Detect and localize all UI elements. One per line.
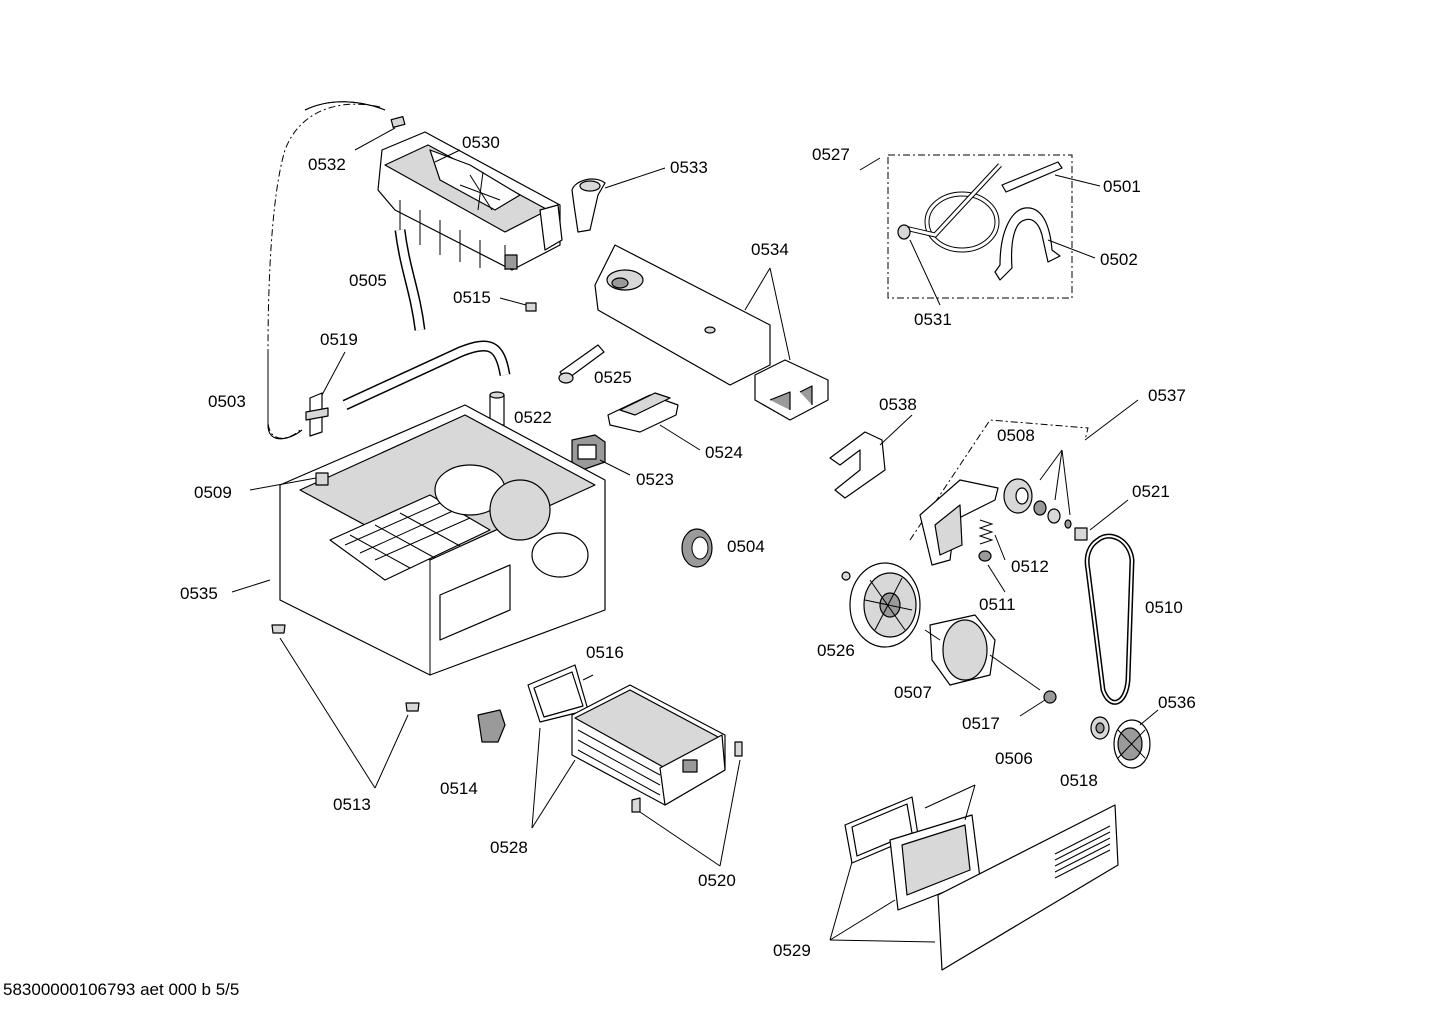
label-0535: 0535	[180, 584, 218, 603]
label-0504: 0504	[727, 537, 765, 556]
part-0527-kit	[887, 154, 1073, 299]
part-0519-fitting	[305, 392, 329, 437]
part-0513-screws	[271, 624, 420, 712]
label-0509: 0509	[194, 483, 232, 502]
part-0521	[1074, 527, 1088, 541]
part-0516-frame	[527, 664, 589, 723]
label-0524: 0524	[705, 443, 743, 462]
part-0528-filter	[571, 684, 726, 806]
part-0504-ring	[681, 528, 713, 568]
label-0533: 0533	[670, 158, 708, 177]
part-0529-panels	[844, 796, 1119, 971]
part-0505-hose	[394, 229, 426, 331]
leader-lines	[231, 127, 1159, 943]
label-0528: 0528	[490, 838, 528, 857]
part-0524-bracket	[607, 392, 679, 433]
label-0526: 0526	[817, 641, 855, 660]
part-0503-hose	[267, 101, 386, 440]
label-0518: 0518	[1060, 771, 1098, 790]
label-0512: 0512	[1011, 557, 1049, 576]
part-0511	[978, 550, 992, 562]
label-0538: 0538	[879, 395, 917, 414]
label-0510: 0510	[1145, 598, 1183, 617]
label-0527: 0527	[812, 145, 850, 164]
label-0520: 0520	[698, 871, 736, 890]
label-0525: 0525	[594, 368, 632, 387]
label-0531: 0531	[914, 310, 952, 329]
label-0507: 0507	[894, 683, 932, 702]
part-0515	[525, 302, 537, 312]
part-0530-tray	[377, 131, 563, 271]
part-0517	[1043, 690, 1057, 704]
label-0502: 0502	[1100, 250, 1138, 269]
label-0519: 0519	[320, 330, 358, 349]
part-0514	[477, 709, 506, 743]
part-0508-pulley	[1003, 478, 1072, 529]
part-0509	[315, 472, 329, 486]
label-0523: 0523	[636, 470, 674, 489]
part-0538	[829, 431, 886, 499]
label-0511: 0511	[979, 595, 1016, 614]
part-0532-connector	[390, 115, 406, 129]
label-0501: 0501	[1103, 177, 1141, 196]
part-0518	[1090, 716, 1110, 740]
part-0536-pulley	[1113, 719, 1151, 769]
part-0534-cover	[594, 244, 829, 421]
label-0529: 0529	[773, 941, 811, 960]
label-0506: 0506	[995, 749, 1033, 768]
label-0515: 0515	[453, 288, 491, 307]
part-0510-belt	[1084, 533, 1135, 705]
part-0522-cylinder	[489, 391, 505, 426]
label-0513: 0513	[333, 795, 371, 814]
label-0530: 0530	[462, 133, 500, 152]
part-0533-clip	[571, 178, 606, 233]
label-0505: 0505	[349, 271, 387, 290]
label-0503: 0503	[208, 392, 246, 411]
part-0535-base	[279, 404, 606, 676]
part-0525	[558, 344, 605, 384]
label-0517: 0517	[962, 714, 1000, 733]
part-0523-block	[571, 434, 606, 471]
part-0526-fan	[841, 562, 921, 648]
label-0516: 0516	[586, 643, 624, 662]
label-0537: 0537	[1148, 386, 1186, 405]
label-0532: 0532	[308, 155, 346, 174]
document-code: 58300000106793 aet 000 b 5/5	[3, 980, 240, 999]
part-0512-spring	[978, 519, 994, 545]
part-0537-assembly	[909, 419, 1089, 566]
label-0534: 0534	[751, 240, 789, 259]
label-0521: 0521	[1132, 482, 1170, 501]
label-0514: 0514	[440, 779, 478, 798]
label-0508: 0508	[997, 426, 1035, 445]
part-tube	[342, 340, 511, 410]
label-0536: 0536	[1158, 693, 1196, 712]
label-0522: 0522	[514, 408, 552, 427]
part-0507-motor	[924, 614, 1041, 691]
